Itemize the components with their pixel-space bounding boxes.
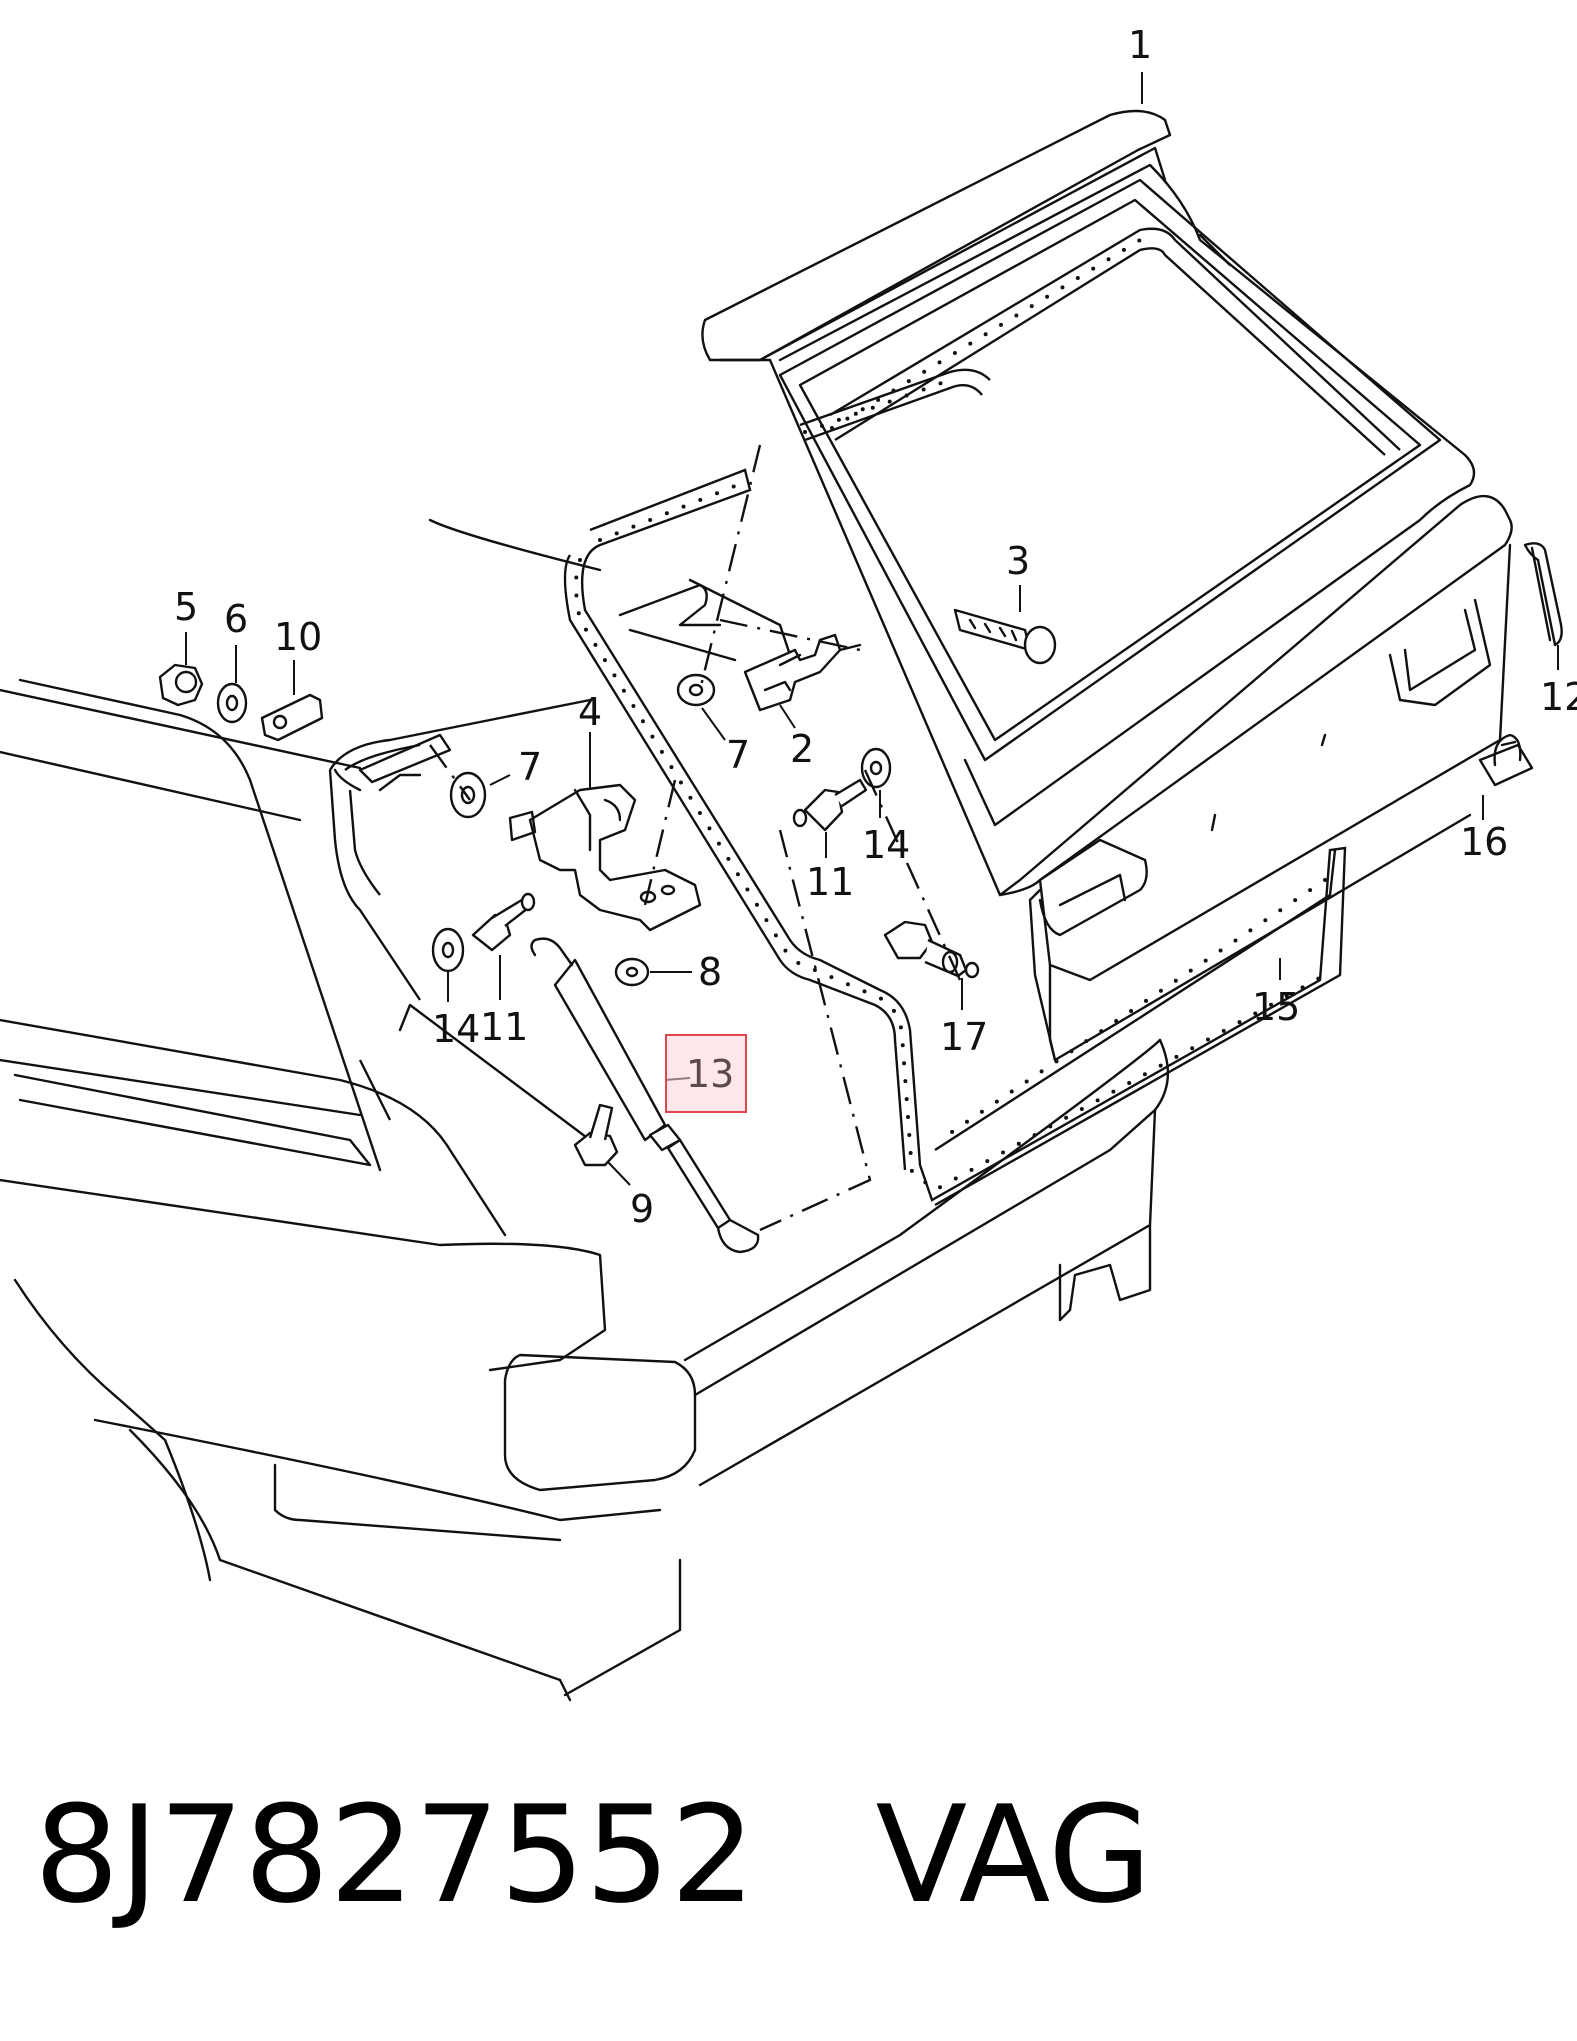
callout-4: 4 xyxy=(578,690,602,734)
callout-5: 5 xyxy=(174,585,198,629)
part-2-hinge xyxy=(743,633,862,712)
exploded-parts-diagram: 1 3 5 6 10 4 7 7 2 8 9 11 14 14 11 17 15… xyxy=(0,23,1577,1702)
leader-lines xyxy=(185,72,1559,1186)
callout-6: 6 xyxy=(224,597,248,641)
callout-10: 10 xyxy=(274,615,322,659)
part-16-bracket xyxy=(1478,733,1534,787)
car-body xyxy=(0,518,1170,1702)
callout-1: 1 xyxy=(1128,23,1152,67)
highlight-box xyxy=(665,1034,747,1113)
part-number: 8J7827552 xyxy=(34,1777,756,1933)
part-4-hinge xyxy=(508,783,702,932)
callout-14-right: 14 xyxy=(862,823,910,867)
part-13-gas-strut xyxy=(530,937,760,1254)
callout-labels: 1 3 5 6 10 4 7 7 2 8 9 11 14 14 11 17 15… xyxy=(174,23,1577,1231)
small-parts xyxy=(158,608,1057,1167)
callout-11-left: 11 xyxy=(480,1005,528,1049)
brand-name: VAG xyxy=(875,1777,1152,1933)
part-12-strip xyxy=(1523,542,1563,647)
callout-7-top: 7 xyxy=(726,733,750,777)
callout-3: 3 xyxy=(1006,539,1030,583)
tailgate xyxy=(701,109,1513,1152)
body-opening xyxy=(328,368,1347,1207)
callout-2: 2 xyxy=(790,727,814,771)
callout-11-right: 11 xyxy=(806,860,854,904)
callout-13: 13 xyxy=(686,1052,734,1096)
callout-9: 9 xyxy=(630,1187,654,1231)
callout-14-left: 14 xyxy=(432,1007,480,1051)
callout-12: 12 xyxy=(1540,675,1577,719)
callout-15: 15 xyxy=(1252,985,1300,1029)
callout-17: 17 xyxy=(940,1015,988,1059)
callout-8: 8 xyxy=(698,950,722,994)
callout-7-left: 7 xyxy=(518,745,542,789)
callout-16: 16 xyxy=(1460,820,1508,864)
